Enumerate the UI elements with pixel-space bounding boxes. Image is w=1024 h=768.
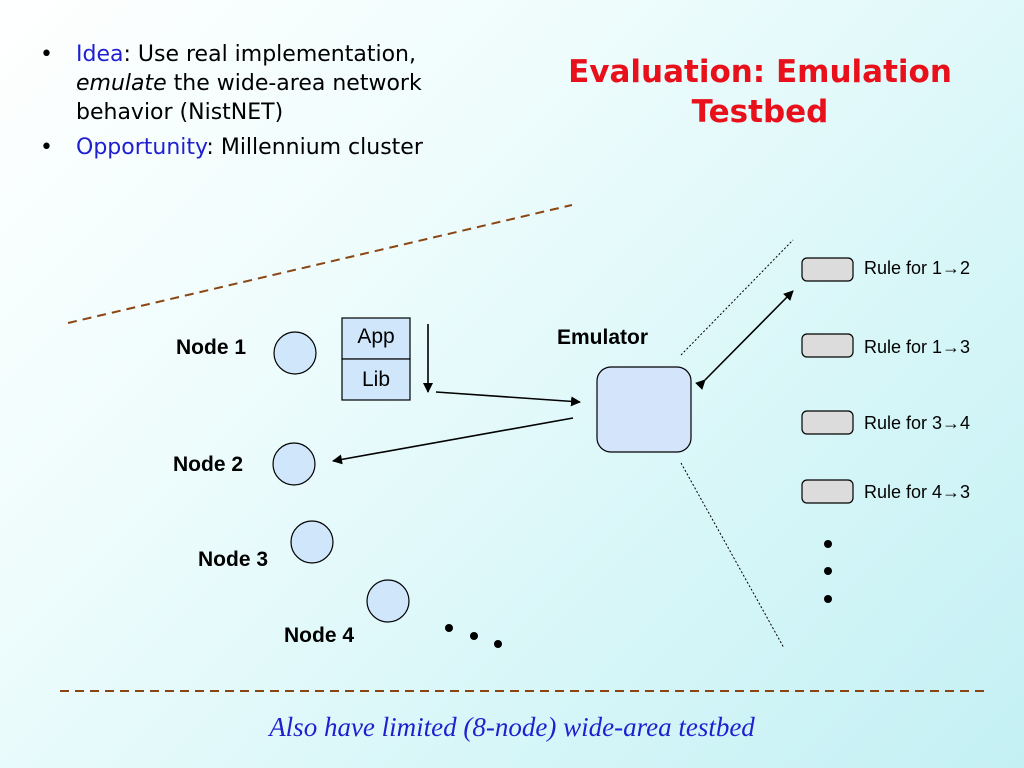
emulator-box bbox=[596, 366, 692, 453]
arrow-emulator-to-node-2 bbox=[332, 417, 574, 465]
node-3-label: Node 3 bbox=[198, 548, 269, 571]
node-4-label: Node 4 bbox=[284, 624, 355, 647]
ellipsis-dot-rules-2 bbox=[824, 567, 832, 575]
idea-keyword: Idea bbox=[76, 42, 124, 67]
title-line-1: Evaluation: Emulation bbox=[568, 54, 952, 90]
opportunity-text: Millennium cluster bbox=[213, 135, 423, 160]
slide-title: Evaluation: Emulation Testbed bbox=[520, 52, 1000, 132]
node-3-circle bbox=[290, 520, 334, 564]
node-1-label: Node 1 bbox=[176, 336, 247, 359]
rule-label-1: Rule for 1→2 bbox=[864, 258, 971, 278]
lib-box bbox=[341, 358, 411, 401]
app-label: App bbox=[357, 325, 395, 348]
ellipsis-dot-rules-1 bbox=[824, 540, 832, 548]
lib-label: Lib bbox=[361, 368, 391, 391]
idea-text-a: Use real implementation, bbox=[130, 42, 416, 67]
node-1-circle bbox=[273, 331, 317, 375]
idea-separator: : bbox=[123, 42, 131, 67]
ellipsis-dot-nodes-2 bbox=[470, 632, 478, 640]
opportunity-separator: : bbox=[206, 135, 214, 160]
bullet-opportunity: • Opportunity: Millennium cluster bbox=[36, 133, 476, 162]
rule-box-1 bbox=[801, 257, 854, 282]
arrow-to-emulator bbox=[435, 391, 581, 407]
rule-box-2 bbox=[801, 333, 854, 358]
arrow-emulator-rules bbox=[695, 290, 794, 390]
ellipsis-dot-nodes-1 bbox=[445, 624, 453, 632]
bullet-marker: • bbox=[40, 42, 53, 67]
dotted-line-upper bbox=[680, 239, 794, 356]
ellipsis-dot-rules-3 bbox=[824, 595, 832, 603]
node-4-circle bbox=[366, 579, 410, 623]
node-2-label: Node 2 bbox=[173, 453, 244, 476]
idea-text-b: the wide-area network behavior (NistNET) bbox=[76, 71, 422, 125]
rule-label-4: Rule for 4→3 bbox=[864, 482, 971, 502]
ellipsis-dot-nodes-3 bbox=[494, 640, 502, 648]
rule-box-3 bbox=[801, 410, 854, 435]
rule-label-3: Rule for 3→4 bbox=[864, 413, 971, 433]
bullet-idea: • Idea: Use real implementation, emulate… bbox=[36, 40, 476, 127]
app-box bbox=[341, 317, 411, 360]
dotted-line-lower bbox=[680, 462, 785, 649]
bullet-marker: • bbox=[40, 135, 53, 160]
divider-diagonal-dashed bbox=[67, 204, 573, 324]
bullet-list: • Idea: Use real implementation, emulate… bbox=[36, 40, 476, 168]
rule-label-2: Rule for 1→3 bbox=[864, 337, 971, 357]
footer-note: Also have limited (8-node) wide-area tes… bbox=[269, 712, 755, 742]
emulator-label: Emulator bbox=[557, 326, 649, 349]
title-line-2: Testbed bbox=[691, 94, 829, 130]
opportunity-keyword: Opportunity bbox=[76, 135, 207, 160]
node-2-circle bbox=[272, 442, 316, 486]
idea-text-emphasis: emulate bbox=[76, 71, 167, 96]
rule-box-4 bbox=[801, 479, 854, 504]
